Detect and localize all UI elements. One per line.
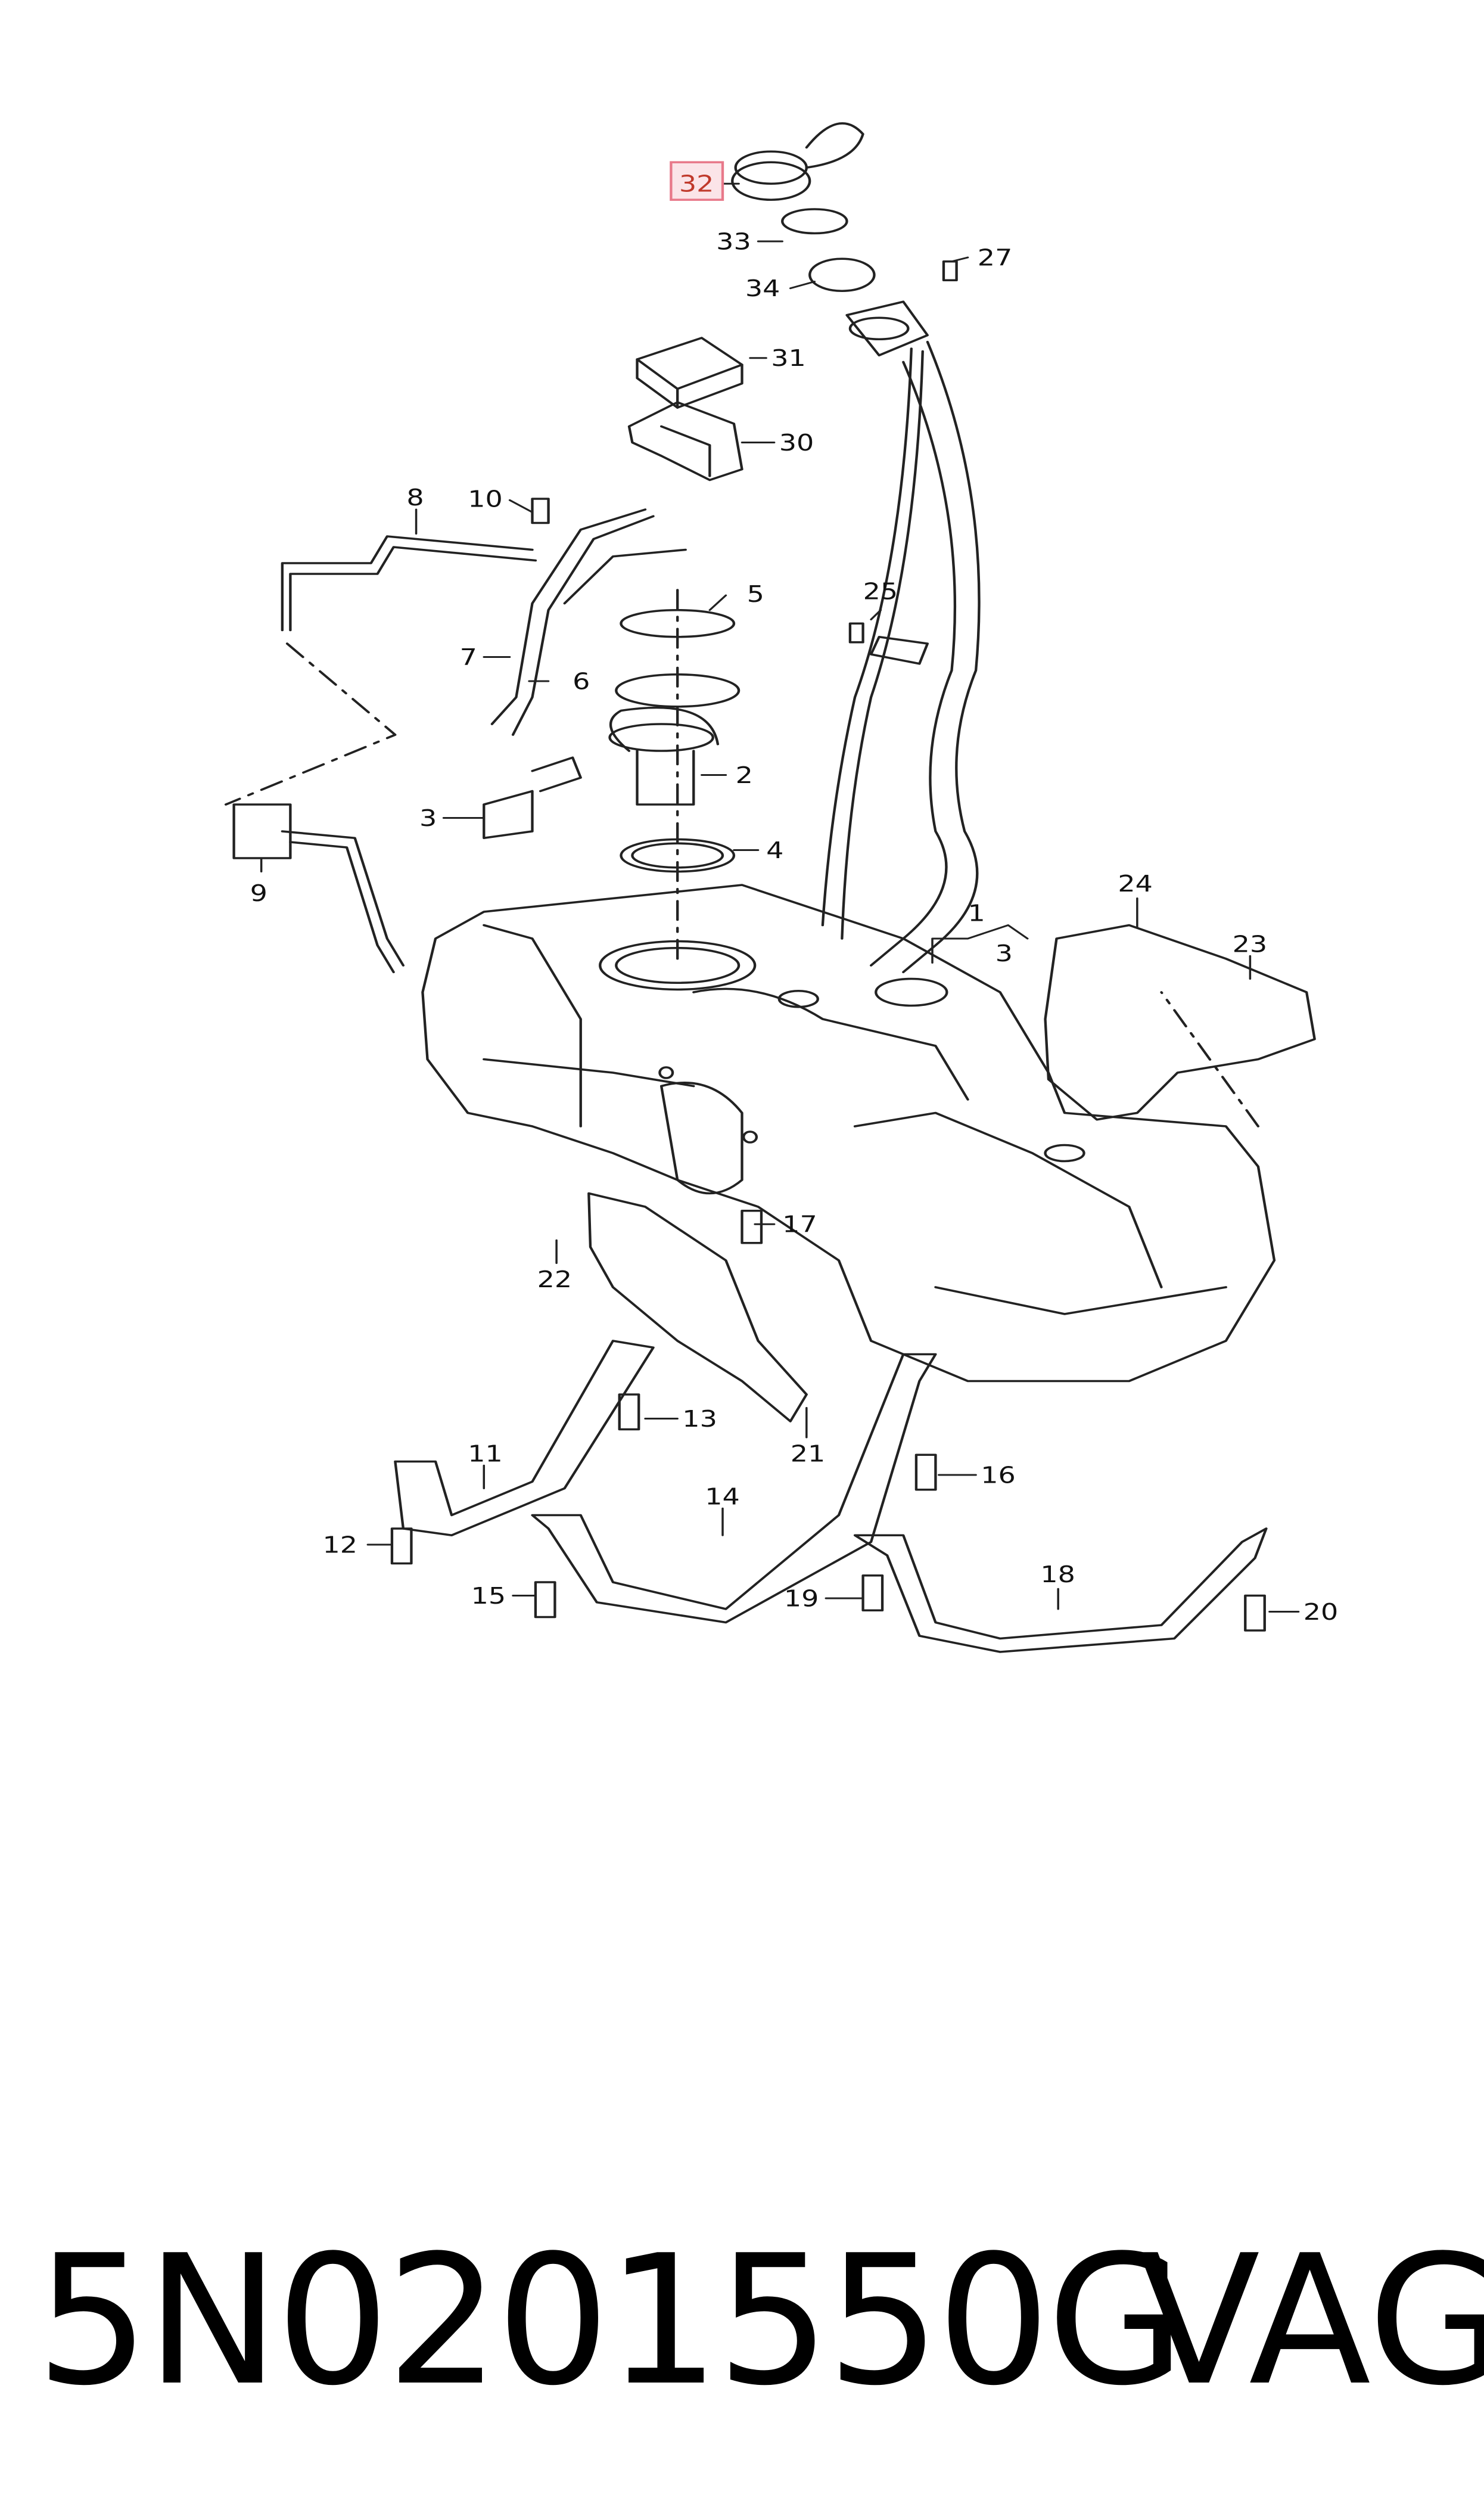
callout-13: 13	[682, 1406, 717, 1432]
pressure-valve	[483, 756, 582, 840]
part-number: 5N0201550G	[36, 2217, 1186, 2425]
callout-25: 25	[863, 578, 898, 604]
callout-4: 4	[766, 837, 783, 864]
callout-labels: 32 33 34 27 31 30 8 10 5 25 7 6 2 3 4 9 …	[250, 170, 1339, 1625]
filler-neck-pipe	[821, 300, 981, 974]
reference-lines	[224, 589, 1260, 1128]
callout-22: 22	[537, 1266, 573, 1293]
fuel-tank	[421, 884, 1276, 1383]
callout-19: 19	[784, 1585, 819, 1611]
callout-10: 10	[468, 486, 503, 512]
bolts	[390, 260, 1266, 1632]
callout-2: 2	[736, 762, 753, 788]
callout-32: 32	[679, 170, 714, 197]
callout-23: 23	[1233, 931, 1268, 957]
callout-33: 33	[716, 228, 751, 254]
callout-12: 12	[323, 1532, 358, 1558]
callout-18: 18	[1040, 1561, 1075, 1588]
heat-shield-front	[587, 1192, 808, 1422]
tank-filler-cap	[731, 122, 876, 293]
callout-3b: 3	[995, 940, 1013, 967]
fuel-lines	[281, 508, 687, 736]
callout-6: 6	[573, 668, 590, 694]
callout-7: 7	[460, 644, 477, 670]
callout-24: 24	[1118, 871, 1153, 897]
callout-16: 16	[981, 1462, 1016, 1488]
vent-line	[232, 803, 405, 974]
callout-11: 11	[468, 1440, 503, 1467]
highlight-box	[670, 161, 724, 201]
tank-strap-11	[394, 1340, 655, 1537]
callout-14: 14	[705, 1483, 740, 1509]
callout-8: 8	[406, 484, 424, 511]
callout-21: 21	[791, 1440, 826, 1467]
brand-label: VAG	[1138, 2217, 1484, 2425]
callout-15: 15	[471, 1583, 506, 1609]
callout-31: 31	[771, 345, 806, 371]
leader-lines	[260, 182, 1300, 1613]
callout-30: 30	[779, 430, 814, 456]
callout-5: 5	[747, 581, 764, 607]
callout-17: 17	[782, 1211, 817, 1237]
tank-strap-18	[853, 1527, 1268, 1653]
heat-shield-rear	[1044, 924, 1316, 1121]
callout-1: 1	[968, 900, 985, 926]
control-unit-bracket	[627, 401, 743, 482]
tank-strap-14	[531, 1353, 937, 1624]
exploded-parts-diagram: 32 33 34 27 31 30 8 10 5 25 7 6 2 3 4 9 …	[224, 122, 1339, 1653]
callout-9: 9	[250, 880, 267, 906]
callout-20: 20	[1303, 1599, 1339, 1625]
callout-3: 3	[419, 805, 437, 831]
callout-27: 27	[978, 244, 1013, 271]
callout-34: 34	[745, 275, 780, 302]
fuel-pump-control-unit	[636, 337, 743, 409]
